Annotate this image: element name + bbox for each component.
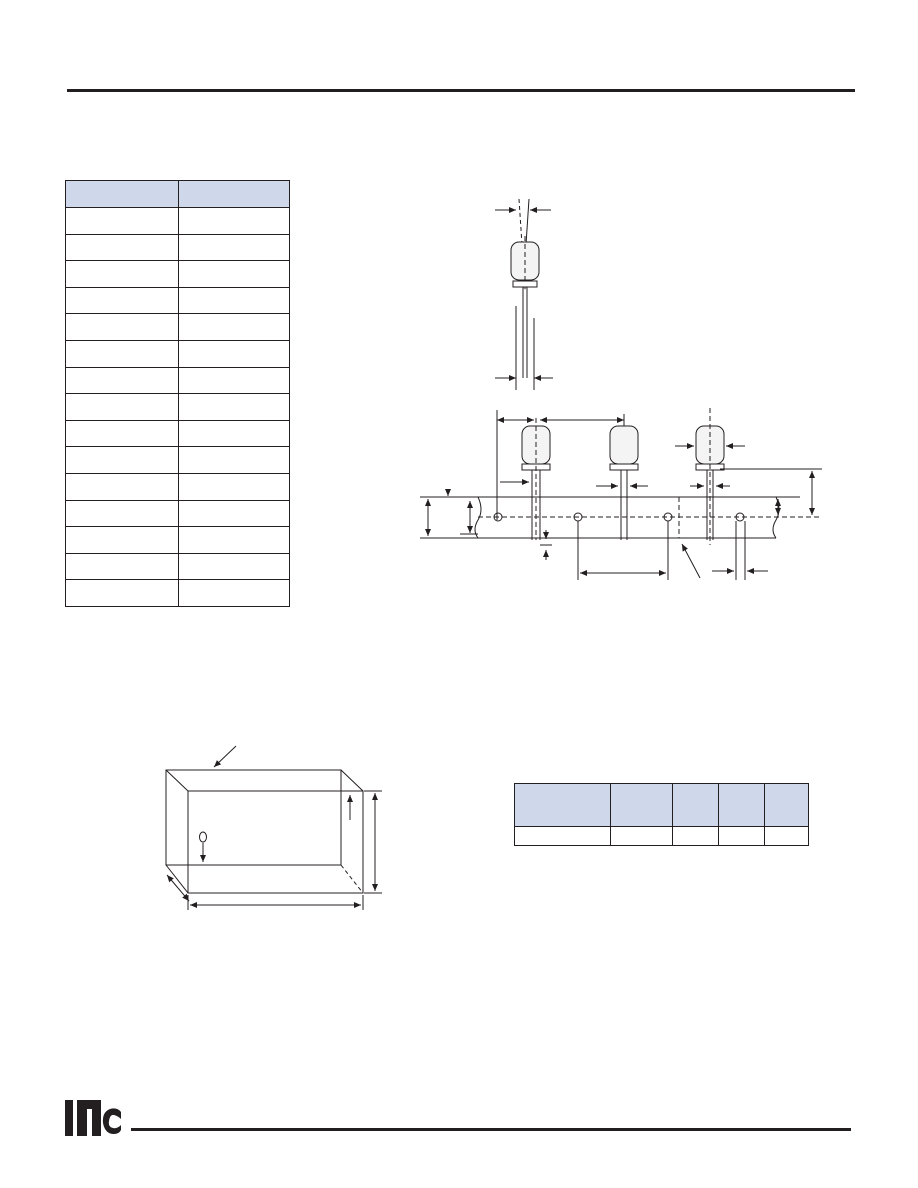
spec-table-cell	[178, 579, 290, 607]
qty-header-cell	[672, 783, 719, 827]
nic-logo-icon	[65, 1100, 121, 1136]
spec-table-cell	[178, 233, 290, 262]
spec-table-cell	[65, 552, 179, 581]
spec-table-row	[65, 339, 290, 368]
spec-table-row	[65, 552, 290, 581]
spec-table-row	[65, 446, 290, 474]
spec-table-cell	[178, 260, 290, 288]
spec-table-row	[65, 393, 290, 421]
qty-table-cell	[514, 826, 611, 846]
qty-header-cell	[514, 783, 611, 827]
spec-table-cell	[178, 446, 290, 474]
spec-table-cell	[178, 366, 290, 395]
spec-table-cell	[178, 499, 290, 528]
spec-table-cell	[178, 526, 290, 554]
spec-table-row	[65, 207, 290, 235]
spec-table-row	[65, 260, 290, 288]
spec-table-cell	[65, 339, 179, 368]
spec-table-cell	[65, 233, 179, 262]
taped-part-1	[521, 418, 551, 540]
spec-table-cell	[65, 393, 179, 421]
top-rule	[67, 89, 855, 92]
spec-table-cell	[178, 552, 290, 581]
spec-table-row	[65, 286, 290, 315]
spec-table-row	[65, 499, 290, 528]
quantity-table	[514, 783, 809, 846]
spec-table-cell	[65, 472, 179, 501]
qty-table-cell	[764, 826, 809, 846]
spec-table-row	[65, 366, 290, 395]
spec-header-cell	[178, 180, 290, 208]
spec-table-row	[65, 313, 290, 341]
spec-table-cell	[178, 286, 290, 315]
taped-part-3	[695, 408, 725, 545]
spec-table-cell	[178, 419, 290, 448]
spec-table-row	[65, 472, 290, 501]
spec-table-cell	[178, 313, 290, 341]
bottom-rule	[131, 1128, 851, 1131]
spec-table-cell	[65, 313, 179, 341]
spec-table-row	[65, 419, 290, 448]
qty-table-cell	[718, 826, 765, 846]
spec-table-cell	[65, 207, 179, 235]
spec-table-row	[65, 579, 290, 607]
spec-table-row	[65, 526, 290, 554]
spec-table-row	[65, 233, 290, 262]
qty-table-row	[514, 826, 809, 846]
qty-header-cell	[718, 783, 765, 827]
spec-table-cell	[65, 499, 179, 528]
spec-table-header-row	[65, 180, 290, 208]
spec-table-cell	[178, 393, 290, 421]
qty-table-header-row	[514, 783, 809, 827]
spec-table-cell	[65, 526, 179, 554]
qty-table-cell	[672, 826, 719, 846]
spec-table-cell	[178, 339, 290, 368]
spec-table	[65, 180, 290, 607]
spec-table-cell	[178, 207, 290, 235]
spec-table-body	[65, 207, 290, 607]
spec-table-cell	[65, 579, 179, 607]
spec-table-cell	[65, 286, 179, 315]
spec-table-cell	[65, 366, 179, 395]
qty-header-cell	[764, 783, 809, 827]
qty-table-cell	[610, 826, 673, 846]
spec-table-cell	[65, 446, 179, 474]
taped-part-2	[609, 425, 639, 540]
qty-header-cell	[610, 783, 673, 827]
spec-header-cell	[65, 180, 179, 208]
spec-table-cell	[65, 260, 179, 288]
qty-table-body	[514, 826, 809, 846]
spec-table-cell	[65, 419, 179, 448]
spec-table-cell	[178, 472, 290, 501]
